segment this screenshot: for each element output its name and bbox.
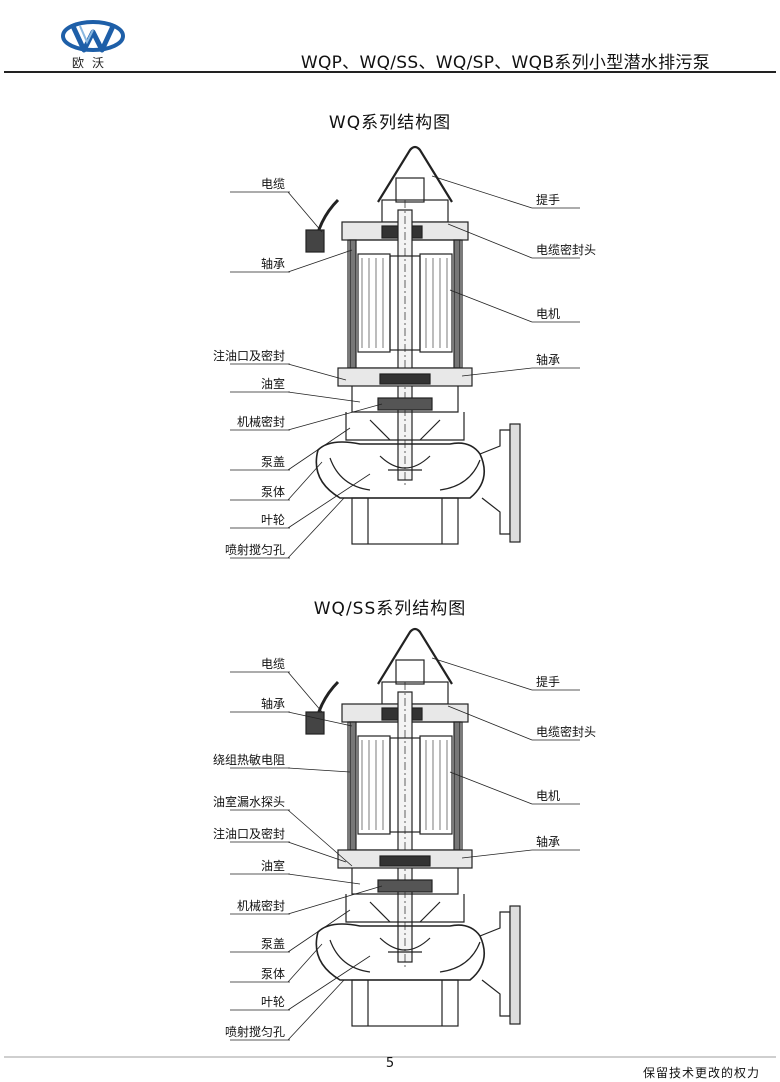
left-label-0: 电缆 (261, 657, 285, 671)
left-label-0: 电缆 (261, 177, 285, 191)
diagram2-title: WQ/SS系列结构图 (313, 599, 467, 619)
right-leader-1 (447, 223, 533, 259)
impeller (379, 455, 431, 471)
pump-cross-section (305, 145, 521, 545)
pump-cover (345, 894, 465, 923)
right-label-0: 提手 (536, 192, 560, 207)
left-leader-7 (287, 909, 351, 953)
mechanical-seal (377, 879, 433, 893)
right-label-2: 电机 (536, 789, 560, 803)
left-leader-0 (287, 671, 323, 713)
left-label-9: 叶轮 (261, 995, 285, 1009)
left-leader-1 (287, 249, 353, 273)
right-leader-0 (431, 175, 533, 209)
page-number: 5 (385, 1056, 395, 1071)
oil-chamber (351, 868, 459, 895)
left-leader-0 (287, 191, 323, 233)
left-label-4: 注油口及密封 (213, 826, 285, 841)
right-leader-2 (449, 289, 533, 323)
left-label-7: 泵盖 (261, 937, 285, 951)
left-label-1: 轴承 (261, 256, 285, 271)
left-label-6: 泵体 (261, 485, 285, 499)
left-leader-3 (287, 391, 361, 403)
left-label-4: 机械密封 (237, 414, 285, 429)
footer-note: 保留技术更改的权力 (642, 1066, 760, 1080)
handle (377, 145, 453, 203)
header-divider (4, 71, 776, 73)
bearing-lower (379, 855, 431, 867)
left-leader-4 (287, 403, 383, 431)
left-label-3: 油室 (261, 376, 285, 391)
left-leader-8 (287, 497, 345, 559)
pump-base (351, 979, 459, 1027)
discharge-flange (479, 911, 511, 1017)
left-leader-6 (287, 461, 323, 501)
left-leader-9 (287, 955, 371, 1011)
left-label-7: 叶轮 (261, 513, 285, 527)
page-header: 欧沃 WQP、WQ/SS、WQ/SP、WQB系列小型潜水排污泵 (0, 0, 780, 75)
left-label-8: 喷射搅匀孔 (225, 542, 285, 557)
left-label-8: 泵体 (261, 967, 285, 981)
left-label-1: 轴承 (261, 696, 285, 711)
left-leader-4 (287, 841, 347, 863)
logo-text: 欧沃 (72, 56, 113, 70)
right-label-1: 电缆密封头 (536, 242, 596, 257)
left-leader-3 (287, 809, 353, 867)
left-label-5: 油室 (261, 858, 285, 873)
right-label-0: 提手 (536, 674, 560, 689)
left-label-3: 油室漏水探头 (213, 794, 285, 809)
right-label-2: 电机 (536, 307, 560, 321)
company-logo-icon (61, 20, 125, 53)
right-label-3: 轴承 (536, 352, 560, 367)
handle (377, 627, 453, 685)
diagram1-title: WQ系列结构图 (328, 113, 452, 133)
left-leader-5 (287, 427, 351, 471)
page-title: WQP、WQ/SS、WQ/SP、WQB系列小型潜水排污泵 (300, 53, 710, 73)
left-leader-2 (287, 767, 351, 773)
right-leader-3 (461, 367, 533, 377)
right-leader-2 (449, 771, 533, 805)
discharge-flange (479, 429, 511, 535)
left-leader-1 (287, 711, 353, 727)
pump-base (351, 497, 459, 545)
right-label-1: 电缆密封头 (536, 724, 596, 739)
right-label-3: 轴承 (536, 834, 560, 849)
pump-cross-section (305, 627, 521, 1027)
left-leader-5 (287, 873, 361, 885)
left-leader-8 (287, 943, 323, 983)
left-label-2: 绕组热敏电阻 (213, 752, 285, 767)
left-label-6: 机械密封 (237, 898, 285, 913)
left-label-2: 注油口及密封 (213, 348, 285, 363)
mechanical-seal (377, 397, 433, 411)
bearing-lower (379, 373, 431, 385)
pump-cover (345, 412, 465, 441)
right-leader-1 (447, 705, 533, 741)
left-leader-2 (287, 363, 347, 381)
right-leader-0 (431, 657, 533, 691)
left-label-10: 喷射搅匀孔 (225, 1024, 285, 1039)
impeller (379, 937, 431, 953)
left-leader-10 (287, 979, 345, 1041)
oil-chamber (351, 386, 459, 413)
left-leader-7 (287, 473, 371, 529)
left-leader-6 (287, 885, 383, 915)
diagram2-drawing: 电缆轴承绕组热敏电阻油室漏水探头注油口及密封油室机械密封泵盖泵体叶轮喷射搅匀孔提… (213, 627, 596, 1041)
right-leader-3 (461, 849, 533, 859)
footer-divider (4, 1056, 776, 1058)
left-label-5: 泵盖 (261, 455, 285, 469)
